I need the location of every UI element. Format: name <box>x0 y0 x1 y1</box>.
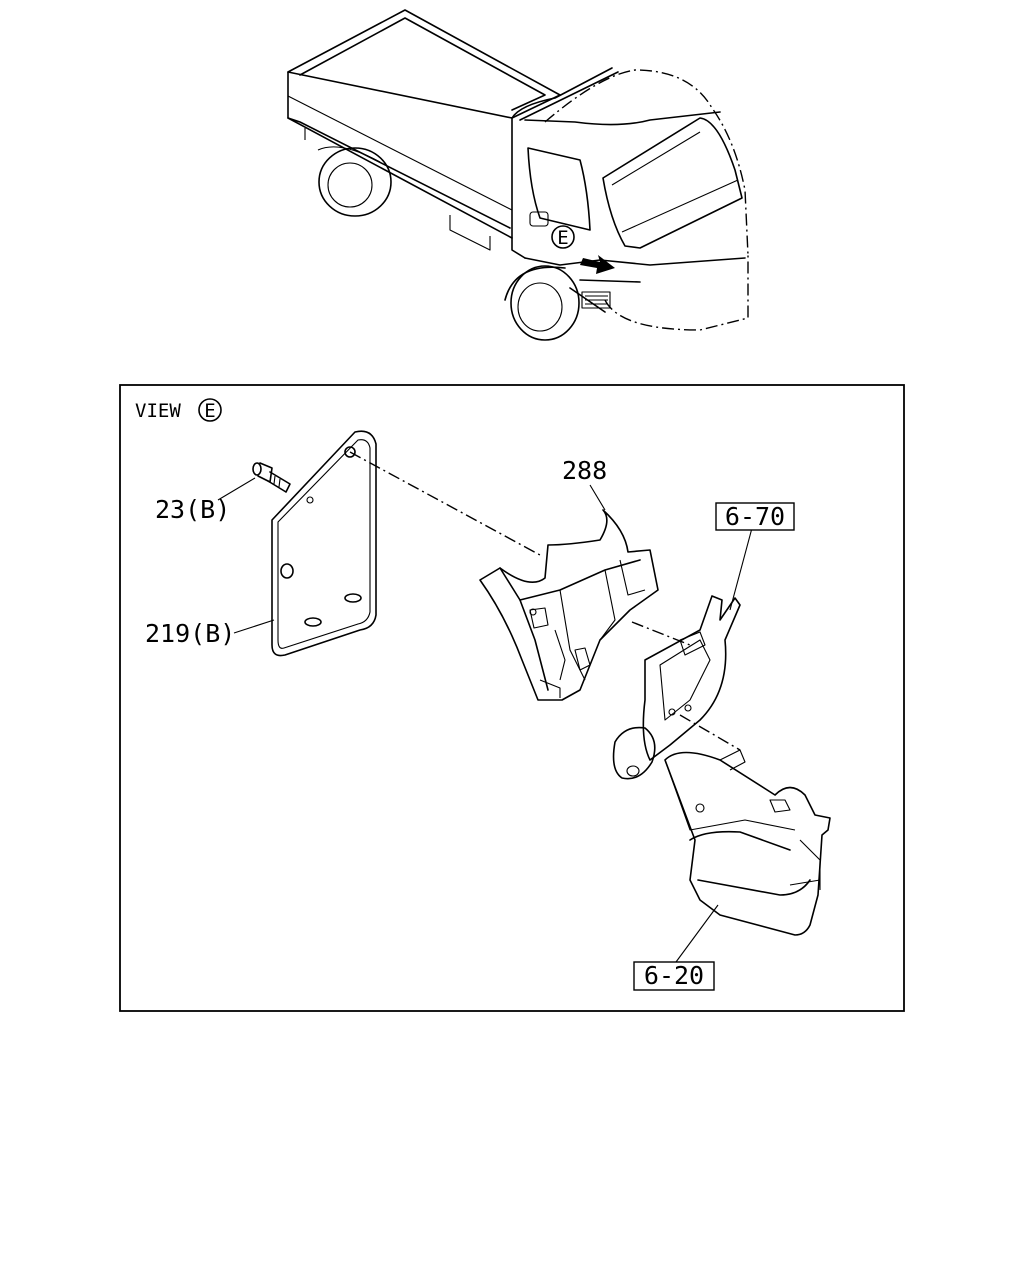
view-header-marker: E <box>204 400 215 422</box>
bracket-part <box>479 509 659 701</box>
leader-23b <box>217 477 256 501</box>
part-label-288: 288 <box>562 456 607 485</box>
part-label-6-20: 6-20 <box>644 961 704 990</box>
part-label-23b: 23(B) <box>155 495 230 524</box>
part-label-219b: 219(B) <box>145 619 235 648</box>
part-box-6-20 <box>633 961 715 991</box>
alignment-line-1 <box>349 451 541 556</box>
part-box-6-70 <box>715 502 795 531</box>
bolt-part <box>252 462 291 493</box>
step-part-6-20 <box>664 749 831 936</box>
leader-6-70 <box>729 527 753 611</box>
view-marker-label: E <box>557 227 568 249</box>
view-direction-arrow-icon <box>580 255 615 274</box>
alignment-line-2 <box>631 621 691 646</box>
view-frame <box>119 384 905 1012</box>
leader-6-20 <box>675 904 719 963</box>
truck-overview: E <box>287 9 749 341</box>
panel-part-6-70 <box>612 595 741 780</box>
leader-219b <box>233 619 275 634</box>
view-label: VIEW <box>135 400 181 422</box>
plate-part <box>271 430 377 657</box>
leader-288 <box>589 484 606 511</box>
part-label-6-70: 6-70 <box>725 502 785 531</box>
alignment-line-3 <box>679 714 741 751</box>
